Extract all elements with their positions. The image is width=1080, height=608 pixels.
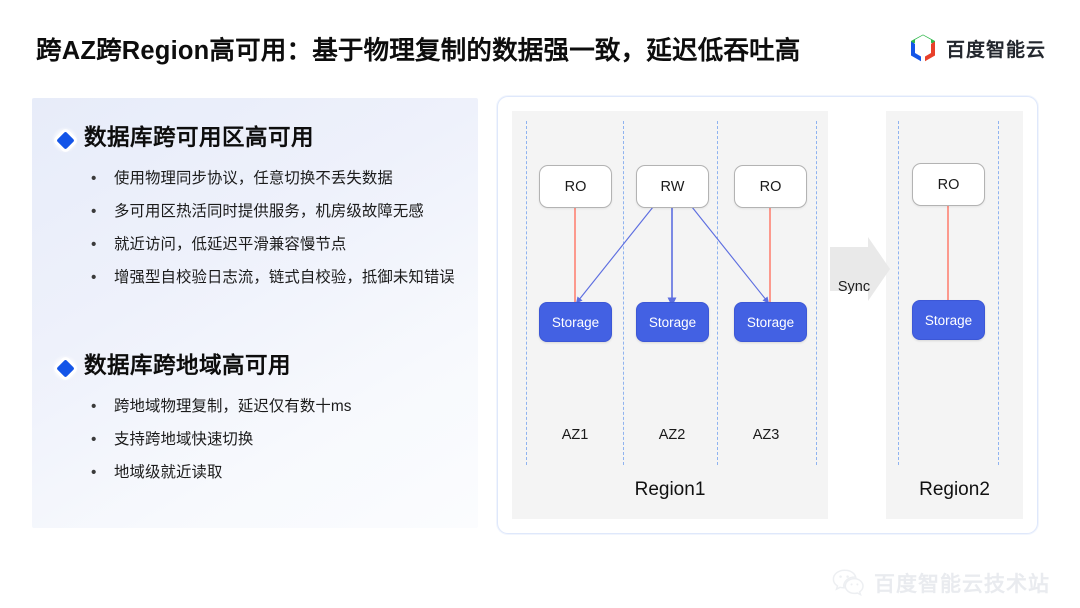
node-label: Storage bbox=[746, 314, 795, 330]
list-item: • 地域级就近读取 bbox=[84, 456, 474, 489]
bullet-dot: • bbox=[91, 170, 97, 187]
node-rw-az2[interactable]: RW bbox=[636, 165, 709, 208]
list-item-text: 就近访问，低延迟平滑兼容慢节点 bbox=[114, 236, 347, 253]
list-item: • 就近访问，低延迟平滑兼容慢节点 bbox=[84, 228, 474, 261]
baidu-cloud-logo-icon bbox=[910, 34, 935, 62]
bullet-list: • 使用物理同步协议，任意切换不丢失数据 • 多可用区热活同时提供服务，机房级故… bbox=[84, 162, 474, 294]
bullet-dot: • bbox=[91, 269, 97, 286]
list-item-text: 多可用区热活同时提供服务，机房级故障无感 bbox=[114, 203, 424, 220]
az-divider bbox=[816, 121, 817, 465]
node-label: RW bbox=[660, 178, 685, 195]
az-divider bbox=[623, 121, 624, 465]
az-divider bbox=[998, 121, 999, 465]
node-storage-az3[interactable]: Storage bbox=[734, 302, 807, 342]
list-item-text: 支持跨地域快速切换 bbox=[114, 431, 254, 448]
watermark: 百度智能云技术站 bbox=[832, 568, 1050, 598]
brand-name: 百度智能云 bbox=[945, 39, 1046, 61]
az-label-az2: AZ2 bbox=[658, 427, 686, 443]
diamond-bullet-icon bbox=[52, 127, 78, 153]
az-label-az1: AZ1 bbox=[561, 427, 589, 443]
region2-label: Region2 bbox=[919, 479, 990, 500]
node-label: Storage bbox=[924, 312, 973, 328]
section-title: 数据库跨地域高可用 bbox=[84, 353, 292, 378]
features-panel: 数据库跨可用区高可用 • 使用物理同步协议，任意切换不丢失数据 • 多可用区热活… bbox=[32, 98, 478, 528]
sync-label: Sync bbox=[837, 279, 871, 295]
section-header: 数据库跨可用区高可用 bbox=[32, 120, 478, 160]
feature-section-cross-region: 数据库跨地域高可用 • 跨地域物理复制，延迟仅有数十ms • 支持跨地域快速切换… bbox=[32, 348, 478, 481]
node-ro-az1[interactable]: RO bbox=[539, 165, 612, 208]
wechat-icon bbox=[832, 569, 864, 597]
section-header: 数据库跨地域高可用 bbox=[32, 348, 478, 388]
slide-header: 跨AZ跨Region高可用：基于物理复制的数据强一致，延迟低吞吐高 百度智能云 bbox=[0, 0, 1080, 88]
brand-lockup: 百度智能云 bbox=[909, 33, 1046, 63]
watermark-text: 百度智能云技术站 bbox=[874, 573, 1050, 596]
bullet-dot: • bbox=[91, 398, 97, 415]
list-item: • 跨地域物理复制，延迟仅有数十ms bbox=[84, 390, 474, 423]
az-divider bbox=[717, 121, 718, 465]
bullet-dot: • bbox=[91, 236, 97, 253]
node-ro-region2[interactable]: RO bbox=[912, 163, 985, 206]
node-label: RO bbox=[759, 178, 782, 195]
list-item: • 支持跨地域快速切换 bbox=[84, 423, 474, 456]
list-item-text: 跨地域物理复制，延迟仅有数十ms bbox=[114, 398, 352, 415]
node-label: Storage bbox=[551, 314, 600, 330]
bullet-dot: • bbox=[91, 464, 97, 481]
node-storage-az2[interactable]: Storage bbox=[636, 302, 709, 342]
az-divider bbox=[526, 121, 527, 465]
bullet-list: • 跨地域物理复制，延迟仅有数十ms • 支持跨地域快速切换 • 地域级就近读取 bbox=[84, 390, 474, 489]
list-item-text: 增强型自校验日志流，链式自校验，抵御未知错误 bbox=[114, 269, 455, 286]
list-item: • 使用物理同步协议，任意切换不丢失数据 bbox=[84, 162, 474, 195]
region1-label: Region1 bbox=[634, 479, 706, 500]
bullet-dot: • bbox=[91, 431, 97, 448]
list-item: • 多可用区热活同时提供服务，机房级故障无感 bbox=[84, 195, 474, 228]
node-ro-az3[interactable]: RO bbox=[734, 165, 807, 208]
node-label: Storage bbox=[648, 314, 697, 330]
page-title: 跨AZ跨Region高可用：基于物理复制的数据强一致，延迟低吞吐高 bbox=[36, 37, 801, 65]
diamond-bullet-icon bbox=[52, 355, 78, 381]
feature-section-cross-az: 数据库跨可用区高可用 • 使用物理同步协议，任意切换不丢失数据 • 多可用区热活… bbox=[32, 120, 478, 286]
node-storage-region2[interactable]: Storage bbox=[912, 300, 985, 340]
az-label-az3: AZ3 bbox=[752, 427, 780, 443]
bullet-dot: • bbox=[91, 203, 97, 220]
list-item-text: 地域级就近读取 bbox=[114, 464, 223, 481]
node-label: RO bbox=[564, 178, 587, 195]
architecture-diagram-card: Sync RO RW RO Storage Storage Storage RO… bbox=[497, 96, 1038, 534]
section-title: 数据库跨可用区高可用 bbox=[84, 125, 315, 150]
node-label: RO bbox=[937, 176, 960, 193]
node-storage-az1[interactable]: Storage bbox=[539, 302, 612, 342]
az-divider bbox=[898, 121, 899, 465]
list-item-text: 使用物理同步协议，任意切换不丢失数据 bbox=[114, 170, 393, 187]
list-item: • 增强型自校验日志流，链式自校验，抵御未知错误 bbox=[84, 261, 474, 294]
